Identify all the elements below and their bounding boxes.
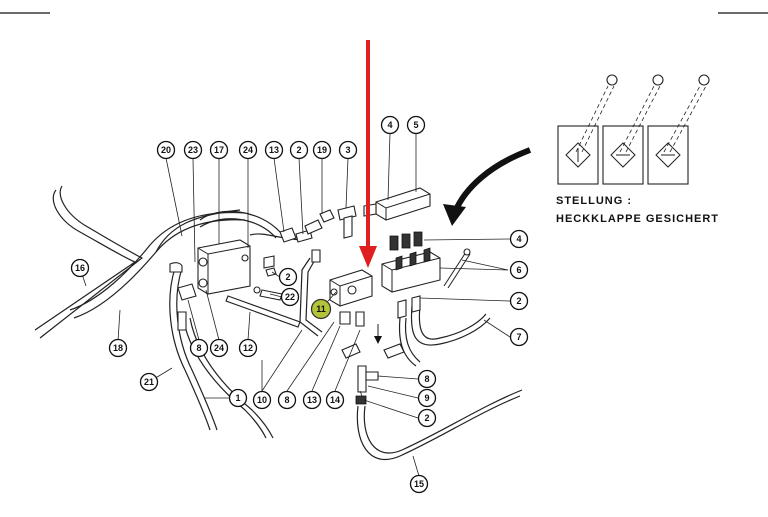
svg-text:16: 16 xyxy=(75,263,85,273)
svg-text:4: 4 xyxy=(516,234,521,244)
callout-2-right: 2 xyxy=(509,291,529,311)
callout-21: 21 xyxy=(139,372,159,392)
svg-text:6: 6 xyxy=(516,265,521,275)
callout-14: 14 xyxy=(325,390,345,410)
line-10 xyxy=(299,249,323,337)
callout-2-top: 2 xyxy=(289,140,309,160)
svg-text:2: 2 xyxy=(516,296,521,306)
caption-line-2: HECKKLAPPE GESICHERT xyxy=(556,213,719,225)
fittings-4 xyxy=(389,231,423,251)
callout-15: 15 xyxy=(409,474,429,494)
svg-text:17: 17 xyxy=(214,145,224,155)
svg-text:21: 21 xyxy=(144,377,154,387)
valve-11 xyxy=(329,269,373,327)
svg-text:24: 24 xyxy=(214,343,224,353)
callout-2-bottom: 2 xyxy=(417,408,437,428)
svg-text:3: 3 xyxy=(345,145,350,155)
callout-1: 1 xyxy=(228,388,248,408)
fittings-top xyxy=(169,205,357,331)
svg-text:1: 1 xyxy=(235,393,240,403)
curved-arrow-icon xyxy=(443,147,532,226)
callout-2-mid: 2 xyxy=(278,267,298,287)
svg-text:12: 12 xyxy=(243,343,253,353)
lever-detail-3 xyxy=(647,74,710,185)
valve-bank-6 xyxy=(381,247,471,293)
svg-text:8: 8 xyxy=(424,374,429,384)
svg-text:11: 11 xyxy=(316,304,326,314)
callout-7: 7 xyxy=(509,327,529,347)
callout-24-bottom: 24 xyxy=(209,338,229,358)
hose-15 xyxy=(356,389,523,461)
svg-text:2: 2 xyxy=(424,413,429,423)
svg-text:13: 13 xyxy=(307,395,317,405)
callout-8-right: 8 xyxy=(417,369,437,389)
svg-text:8: 8 xyxy=(284,395,289,405)
red-arrow-icon xyxy=(359,40,377,268)
svg-text:15: 15 xyxy=(414,479,424,489)
svg-text:7: 7 xyxy=(516,332,521,342)
svg-text:24: 24 xyxy=(243,145,253,155)
svg-text:22: 22 xyxy=(285,292,295,302)
lever-detail-group xyxy=(557,74,710,185)
callout-8-left: 8 xyxy=(189,338,209,358)
callout-3: 3 xyxy=(338,140,358,160)
callout-6: 6 xyxy=(509,260,529,280)
callout-13-bottom: 13 xyxy=(302,390,322,410)
svg-text:20: 20 xyxy=(161,145,171,155)
callout-24-top: 24 xyxy=(238,140,258,160)
callout-4-top: 4 xyxy=(380,115,400,135)
callout-18: 18 xyxy=(108,338,128,358)
rail-5 xyxy=(363,187,431,221)
callout-16: 16 xyxy=(70,258,90,278)
svg-text:13: 13 xyxy=(269,145,279,155)
leader-lines xyxy=(79,132,511,477)
callout-19: 19 xyxy=(312,140,332,160)
svg-text:14: 14 xyxy=(330,395,340,405)
lever-detail-2 xyxy=(602,74,664,185)
callout-20: 20 xyxy=(156,140,176,160)
svg-text:10: 10 xyxy=(257,395,267,405)
hose-14 xyxy=(341,317,421,367)
caption-line-1: STELLUNG : xyxy=(556,195,632,207)
svg-text:2: 2 xyxy=(285,272,290,282)
callout-17: 17 xyxy=(209,140,229,160)
svg-text:5: 5 xyxy=(413,120,418,130)
valve-block-17 xyxy=(197,239,251,295)
callout-12: 12 xyxy=(238,338,258,358)
callout-5: 5 xyxy=(406,115,426,135)
svg-text:4: 4 xyxy=(387,120,392,130)
callout-10: 10 xyxy=(252,390,272,410)
hose-assembly-left xyxy=(34,185,246,339)
svg-text:2: 2 xyxy=(296,145,301,155)
callout-9: 9 xyxy=(417,388,437,408)
callout-23: 23 xyxy=(183,140,203,160)
callout-22: 22 xyxy=(280,287,300,307)
svg-text:8: 8 xyxy=(196,343,201,353)
hose-7 xyxy=(397,295,491,346)
callout-11-highlighted: 11 xyxy=(310,298,332,320)
svg-text:19: 19 xyxy=(317,145,327,155)
callout-8-mid: 8 xyxy=(277,390,297,410)
callout-4-right: 4 xyxy=(509,229,529,249)
bar-12 xyxy=(225,295,301,328)
svg-text:23: 23 xyxy=(188,145,198,155)
fittings-lower xyxy=(355,365,379,405)
svg-text:18: 18 xyxy=(113,343,123,353)
svg-text:9: 9 xyxy=(424,393,429,403)
callout-13-top: 13 xyxy=(264,140,284,160)
lever-detail-1 xyxy=(557,74,618,185)
